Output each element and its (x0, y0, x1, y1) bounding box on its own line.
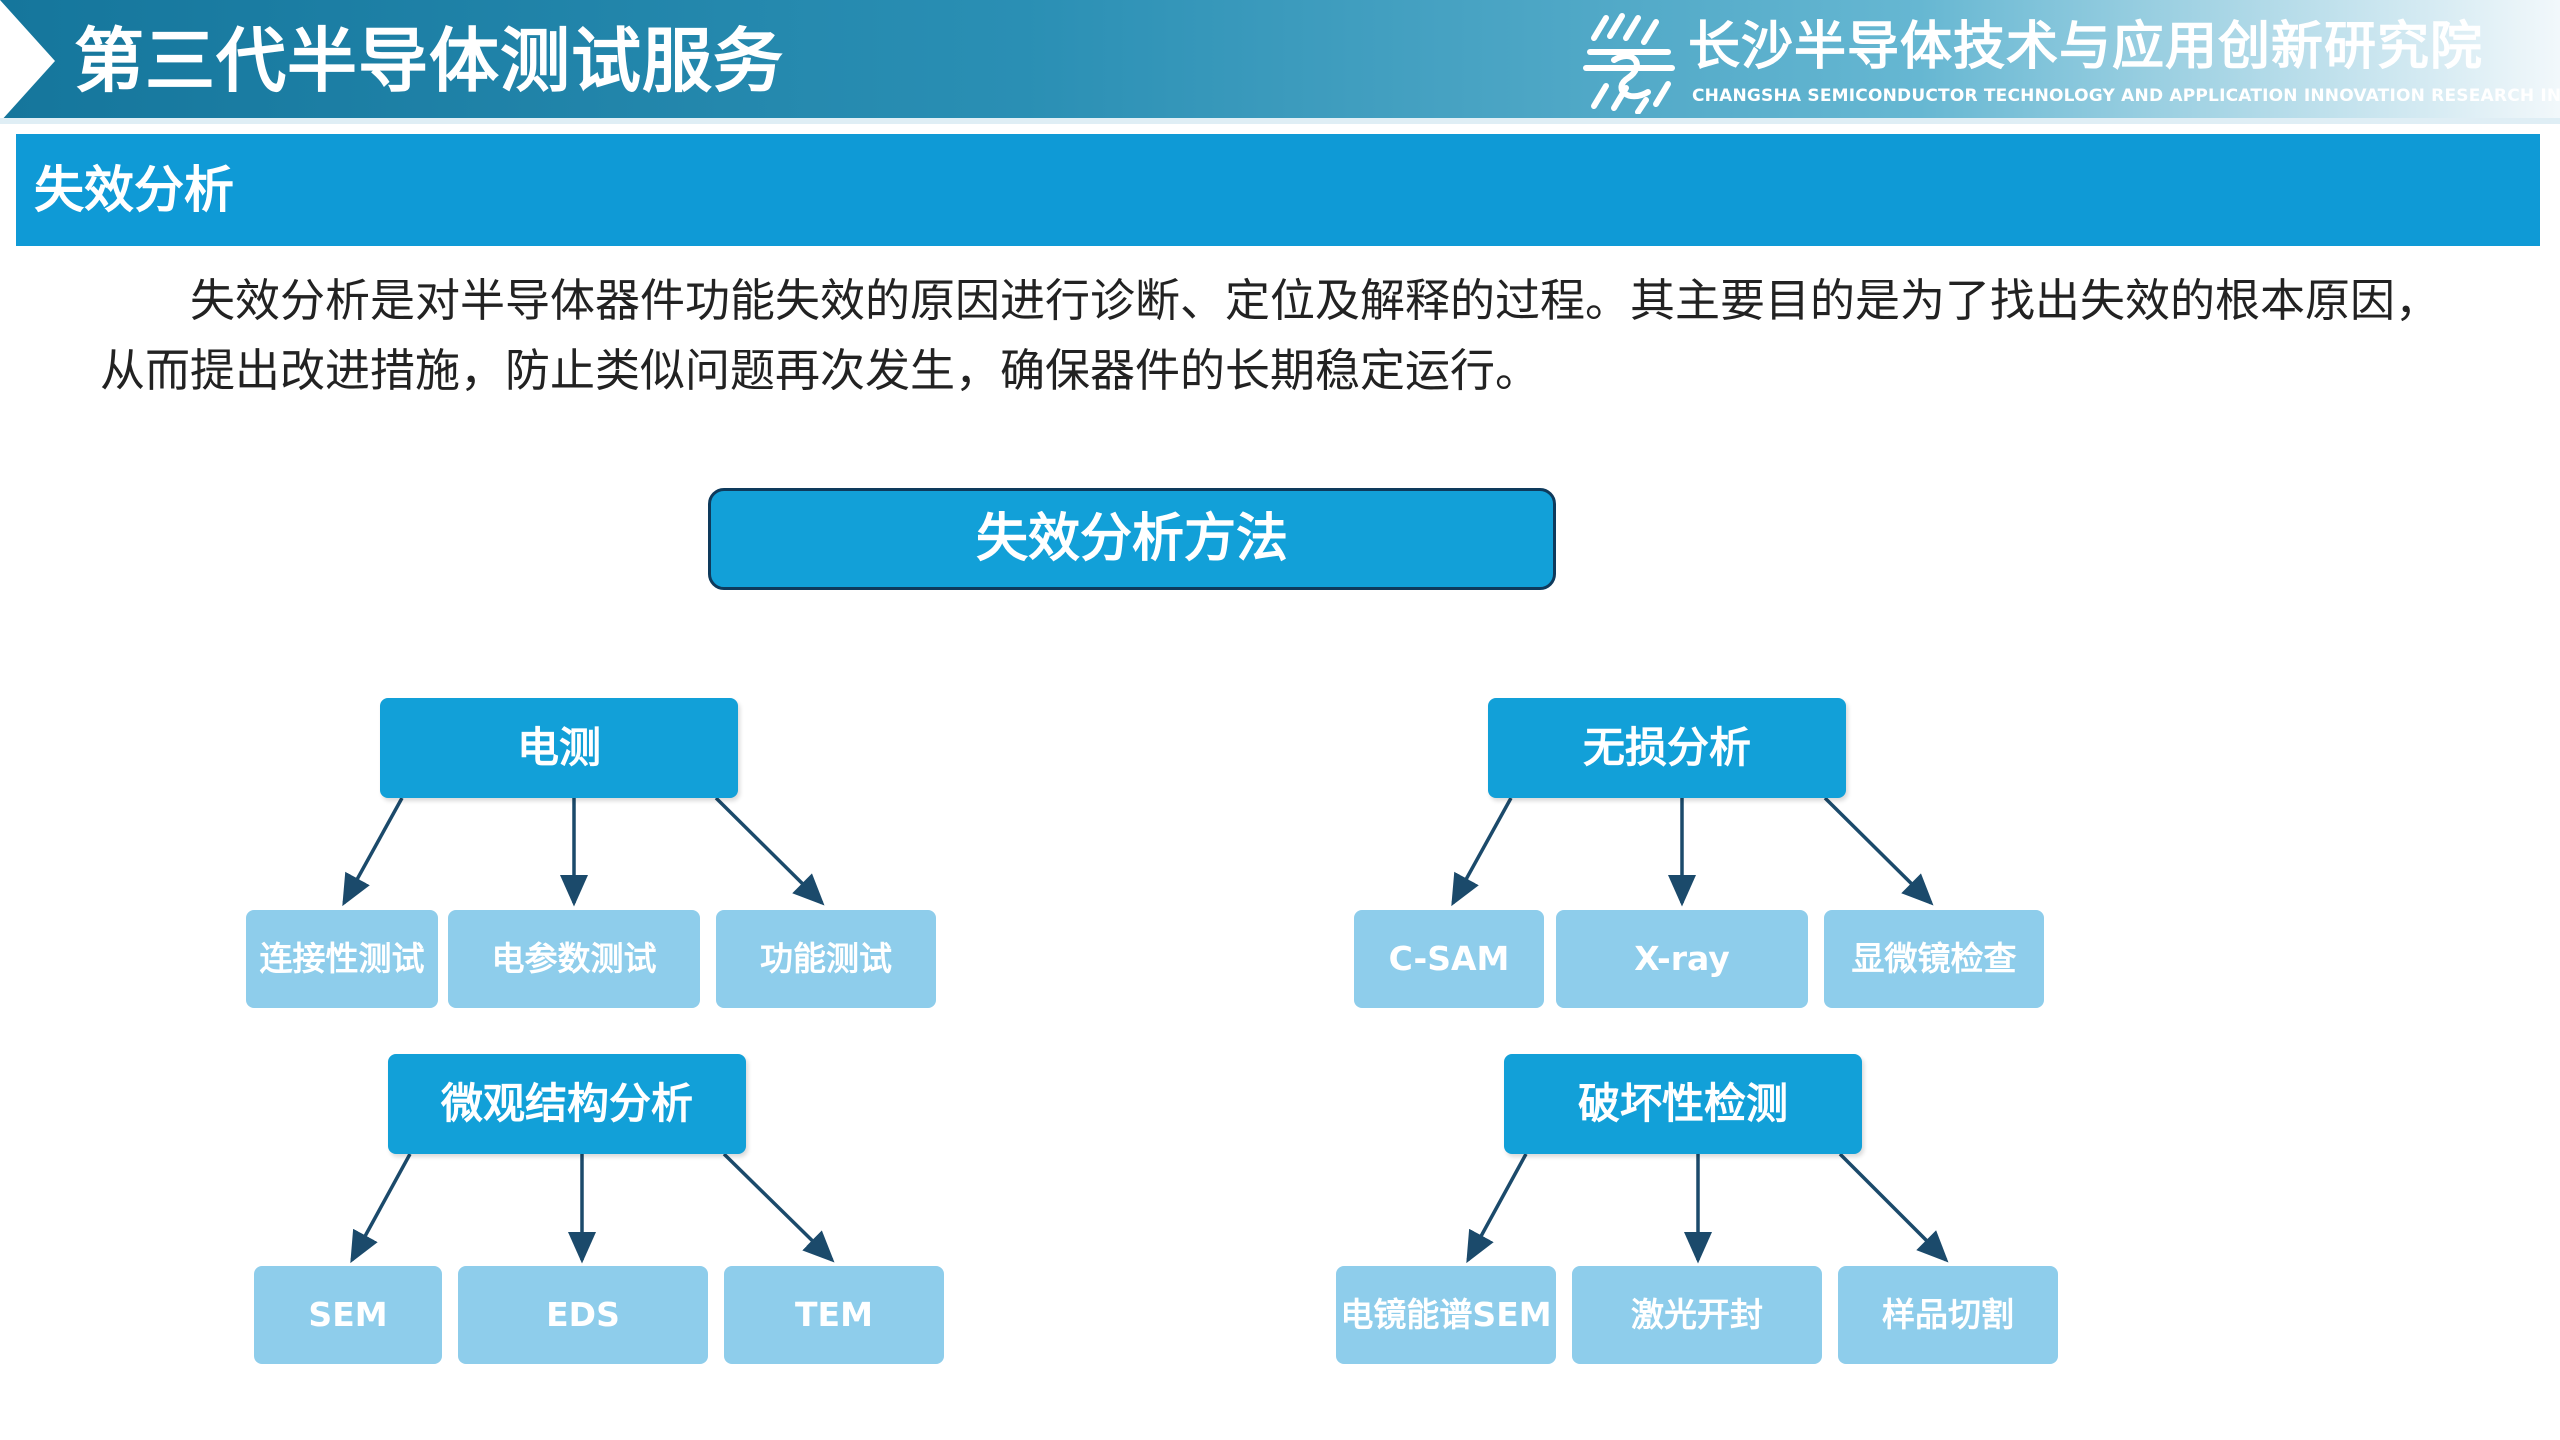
page-title: 第三代半导体测试服务 (74, 20, 784, 102)
arrow-nondestructive-1 (1451, 797, 1513, 907)
section-title: 失效分析 (34, 161, 234, 219)
section-bar: 失效分析 (16, 134, 2540, 246)
intro-paragraph: 失效分析是对半导体器件功能失效的原因进行诊断、定位及解释的过程。其主要目的是为了… (100, 274, 2441, 397)
sub-sample-sectioning: 样品切割 (1838, 1266, 2058, 1364)
institute-name-en: CHANGSHA SEMICONDUCTOR TECHNOLOGY AND AP… (1692, 86, 2560, 106)
header-divider (0, 118, 2560, 124)
sub-eds: EDS (458, 1266, 708, 1364)
arrow-electrical-3 (714, 796, 825, 906)
diagram-title: 失效分析方法 (708, 488, 1556, 590)
sub-tem: TEM (724, 1266, 944, 1364)
header-bar: 第三代半导体测试服务 长沙半导体技术与应用创新研究院 CHANGSHA SEMI… (0, 0, 2560, 122)
institute-name-cn: 长沙半导体技术与应用创新研究院 (1688, 17, 2484, 77)
category-microstructure-analysis: 微观结构分析 (388, 1054, 746, 1154)
sub-laser-decap: 激光开封 (1572, 1266, 1822, 1364)
sub-function-test: 功能测试 (716, 910, 936, 1008)
arrow-nondestructive-3 (1823, 796, 1934, 906)
institute-logo-icon (1583, 13, 1675, 114)
sub-sem-eds: 电镜能谱SEM (1336, 1266, 1556, 1364)
sub-sem: SEM (254, 1266, 442, 1364)
arrow-microstructure-3 (722, 1152, 835, 1263)
arrow-electrical-1 (342, 797, 404, 907)
sub-microscope-inspection: 显微镜检查 (1824, 910, 2044, 1008)
header-notch (0, 0, 55, 122)
sub-electrical-parameter-test: 电参数测试 (448, 910, 700, 1008)
sub-c-sam: C-SAM (1354, 910, 1544, 1008)
arrow-destructive-3 (1838, 1152, 1949, 1263)
arrow-destructive-1 (1466, 1153, 1528, 1264)
arrow-microstructure-1 (350, 1153, 412, 1264)
category-electrical-test: 电测 (380, 698, 738, 798)
category-destructive-testing: 破坏性检测 (1504, 1054, 1862, 1154)
sub-x-ray: X-ray (1556, 910, 1808, 1008)
category-nondestructive-analysis: 无损分析 (1488, 698, 1846, 798)
sub-connectivity-test: 连接性测试 (246, 910, 438, 1008)
